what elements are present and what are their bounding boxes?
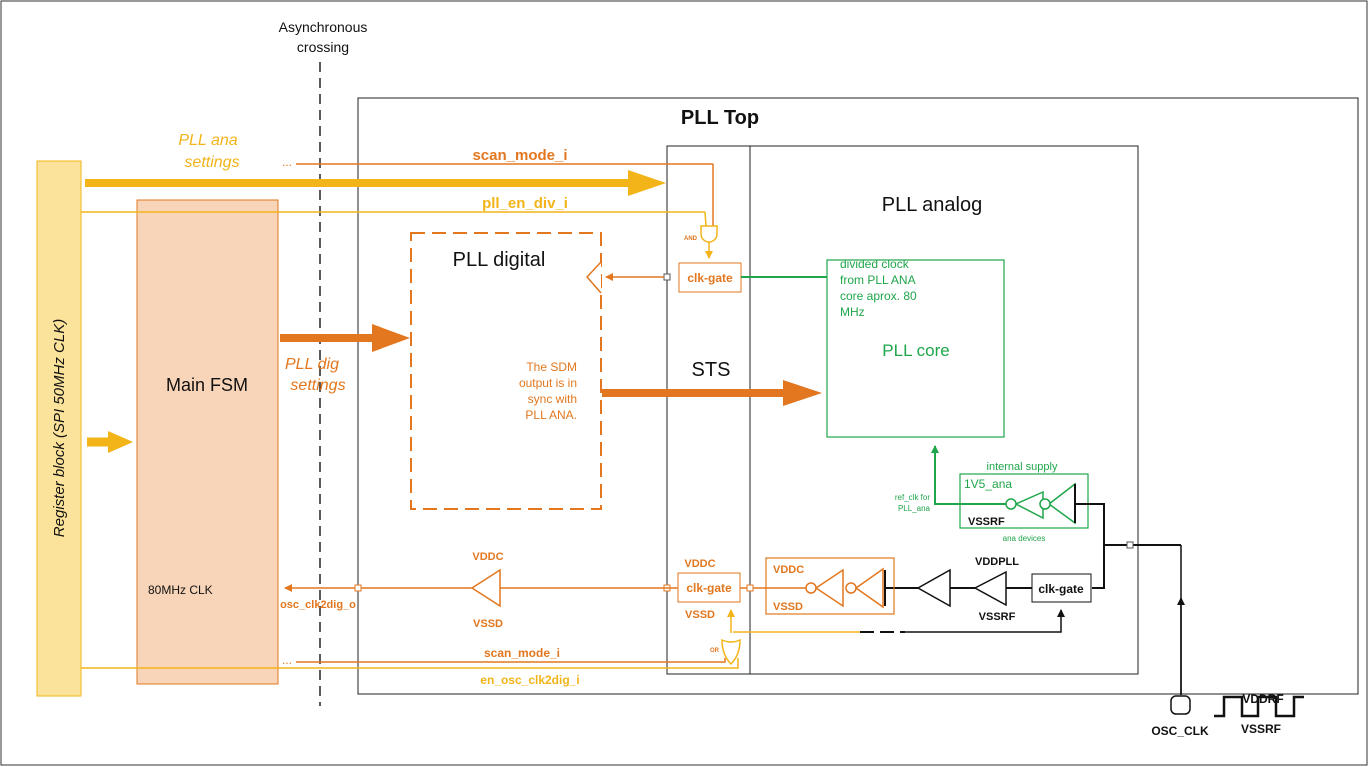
en-osc-wire <box>81 658 739 669</box>
green-inverter-1 <box>1014 490 1044 520</box>
pll-core-note: divided clock <box>840 257 910 271</box>
orange-buffer-large <box>470 568 501 608</box>
pll-digital-note-2: output is in <box>519 376 577 390</box>
pll-ana-settings-arrowhead <box>628 170 666 196</box>
clk-gate-top-port <box>663 273 671 281</box>
black-enable-wire-3 <box>905 609 1065 633</box>
pll-digital-clock-input <box>585 261 602 294</box>
v1v5-ana-label: 1V5_ana <box>964 477 1012 491</box>
vddc-buffer-label: VDDC <box>472 551 503 563</box>
orange-inverter-1 <box>854 567 884 609</box>
pll-dig-settings-label: PLL dig <box>285 356 339 373</box>
or-gate <box>721 638 741 666</box>
and-gate <box>700 225 718 243</box>
osc-clk2dig-label: osc_clk2dig_o <box>280 599 356 611</box>
vddpll-label: VDDPLL <box>975 556 1019 568</box>
sts-port-right <box>746 584 754 592</box>
clk-gate-bottom-label: clk-gate <box>686 581 732 595</box>
main-fsm-clock: 80MHz CLK <box>148 583 213 597</box>
async-port <box>354 584 362 592</box>
pll-en-div-drop <box>704 211 707 227</box>
osc-feed-upper <box>1075 503 1130 546</box>
ref-clk-label-2: PLL_ana <box>898 504 931 513</box>
main-fsm-title: Main FSM <box>166 375 248 395</box>
black-buffer-1 <box>973 570 1007 607</box>
green-inverter-2-bubble <box>1039 498 1051 510</box>
sts-arrowhead <box>783 380 822 406</box>
pll-core-box <box>826 259 1005 438</box>
vssrf-label: VSSRF <box>979 611 1016 623</box>
and-gate-label: AND <box>684 236 698 242</box>
pll-ana-settings-label: PLL ana <box>178 132 237 149</box>
pll-top-title: PLL Top <box>681 107 759 129</box>
vddc-gate-label: VDDC <box>684 558 715 570</box>
clk-gate-black <box>1031 573 1092 603</box>
pll-dig-settings-arrowhead <box>372 324 410 352</box>
vssd-box-label: VSSD <box>773 601 803 613</box>
register-block <box>36 160 82 697</box>
vddrf-label: VDDRF <box>1242 692 1283 706</box>
clk-gate-top <box>678 262 742 293</box>
pll-top-box <box>357 97 1359 695</box>
orange-inverter-2 <box>814 568 844 608</box>
scan-mode-bottom-wire <box>296 658 726 663</box>
reg-to-fsm-arrowhead <box>108 431 133 453</box>
orange-inverter-box <box>765 557 895 615</box>
internal-supply-label: internal supply <box>987 461 1058 473</box>
pll-digital-note-4: PLL ANA. <box>525 408 577 422</box>
ana-devices-label: ana devices <box>1003 534 1046 543</box>
scan-mode-top-ellipsis: ... <box>282 155 292 169</box>
pll-core-note-4: MHz <box>840 305 865 319</box>
vssrf-green-label: VSSRF <box>968 516 1005 528</box>
vssd-buffer-label: VSSD <box>473 618 503 630</box>
pll-core-note-3: core aprox. 80 <box>840 289 917 303</box>
async-crossing-label-2: crossing <box>297 39 349 55</box>
sts-label: STS <box>692 359 731 381</box>
pll-en-div-label: pll_en_div_i <box>482 195 568 212</box>
or-gate-label: OR <box>710 648 720 654</box>
pll-top-clk-port <box>1126 541 1134 549</box>
pll-digital-box <box>410 232 602 510</box>
vssd-gate-label: VSSD <box>685 609 715 621</box>
pll-analog-box <box>749 145 1139 675</box>
pll-ana-settings-label-2: settings <box>184 154 239 171</box>
orange-inverter-2-bubble <box>805 582 817 594</box>
orange-inverter-1-bubble <box>845 582 857 594</box>
vddc-box-label: VDDC <box>773 564 804 576</box>
ref-clk-label: ref_clk for <box>895 493 930 502</box>
scan-mode-top-label: scan_mode_i <box>472 147 567 164</box>
ref-clk-wire <box>931 445 1006 505</box>
pll-digital-note: The SDM <box>526 360 577 374</box>
green-inverter-1-bubble <box>1005 498 1017 510</box>
clock-waveform-icon <box>1214 695 1304 718</box>
pll-dig-settings-label-2: settings <box>290 377 345 394</box>
clk-gate-black-label: clk-gate <box>1038 582 1084 596</box>
osc-clk-pin <box>1170 695 1191 715</box>
osc-feed-lower <box>1092 545 1105 589</box>
internal-supply-box <box>959 473 1089 529</box>
osc-clk-label: OSC_CLK <box>1151 724 1209 738</box>
register-block-label: Register block (SPI 50MHz CLK) <box>51 319 68 537</box>
async-crossing-label: Asynchronous <box>279 19 368 35</box>
pll-digital-title: PLL digital <box>453 249 546 271</box>
vssrf-waveform-label: VSSRF <box>1241 722 1281 736</box>
en-osc-label: en_osc_clk2dig_i <box>480 673 579 687</box>
pll-core-title: PLL core <box>882 341 949 360</box>
clk-gate-top-label: clk-gate <box>687 271 733 285</box>
pll-digital-note-3: sync with <box>528 392 577 406</box>
black-buffer-2 <box>916 568 951 608</box>
main-fsm-block <box>136 199 279 685</box>
scan-mode-bottom-label: scan_mode_i <box>484 646 560 660</box>
pll-analog-title: PLL analog <box>882 194 982 216</box>
scan-mode-bottom-ellipsis: ... <box>282 653 292 667</box>
pll-core-note-2: from PLL ANA <box>840 273 916 287</box>
green-inverter-2 <box>1047 482 1076 525</box>
